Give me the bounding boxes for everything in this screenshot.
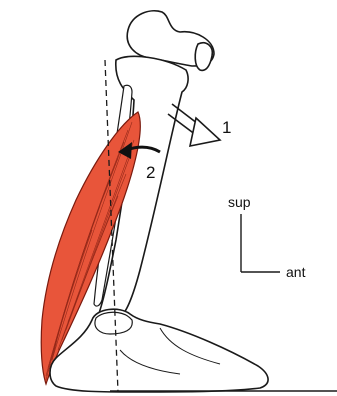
foot-bones [50,309,268,392]
axis-superior-label: sup [228,194,251,210]
talus [95,312,132,334]
arrow-2-label: 2 [146,163,155,182]
patella [195,43,212,71]
arrow-1-label: 1 [222,118,231,137]
orientation-axes-icon [241,214,280,272]
axis-anterior-label: ant [286,264,306,280]
